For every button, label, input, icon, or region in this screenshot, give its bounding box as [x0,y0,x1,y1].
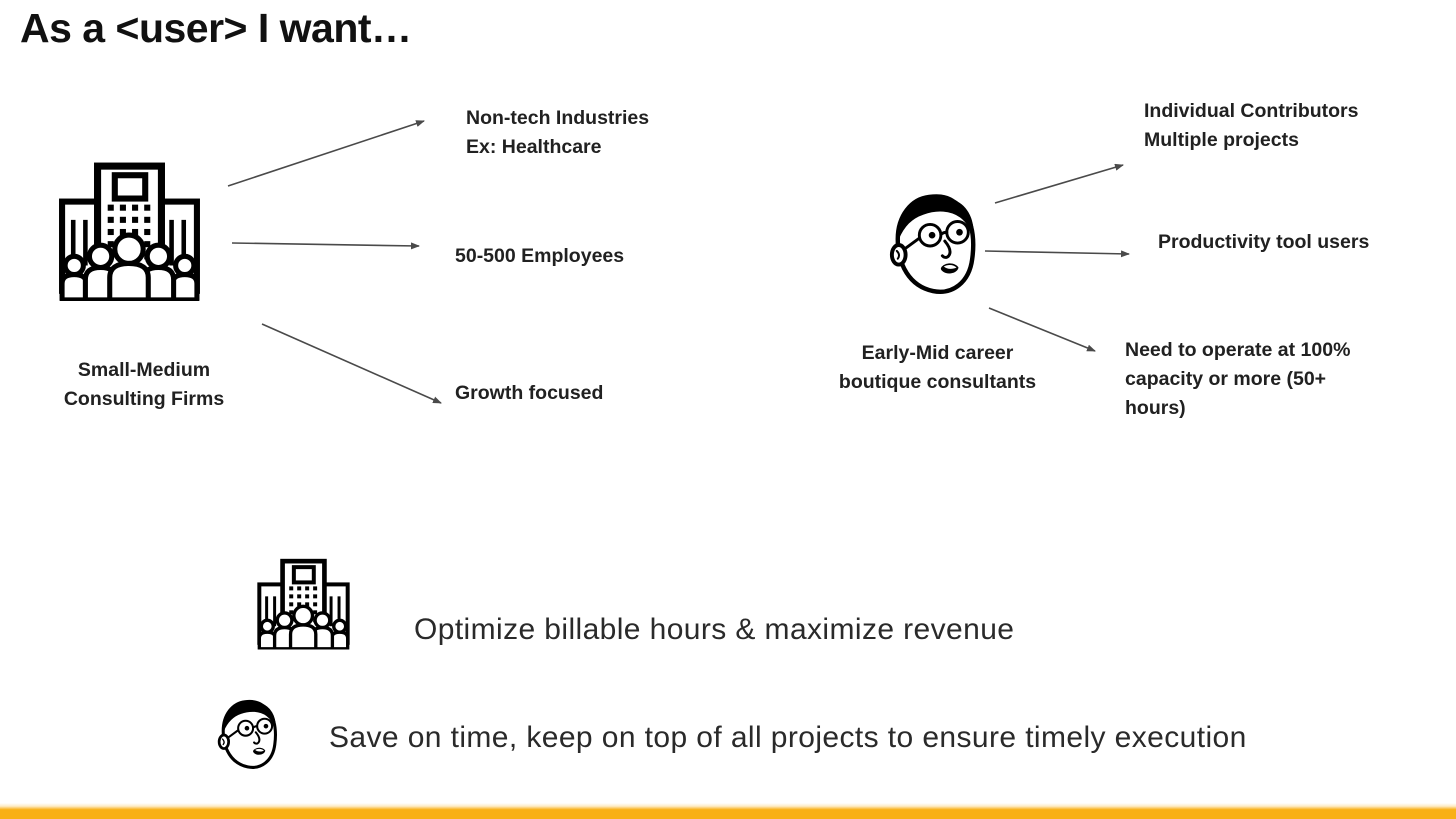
goal-firm: Optimize billable hours & maximize reven… [414,613,1015,646]
consultant-face-icon [886,190,984,300]
attribute-non-tech-industries: Non-tech Industries Ex: Healthcare [466,107,650,158]
attribute-employees: 50-500 Employees [455,245,625,267]
consultant-face-icon [214,697,284,773]
attribute-individual-contributors: Individual Contributors Multiple project… [1144,100,1359,151]
attribute-capacity: Need to operate at 100% capacity or more… [1125,339,1351,419]
company-building-icon [57,162,202,301]
arrow-consultant-to-tools [984,250,1130,258]
persona-name-boutique-consultants: Early-Mid career boutique consultants [838,342,1037,393]
arrow-firm-to-growth [261,323,442,404]
attribute-productivity-tools: Productivity tool users [1158,231,1370,253]
attribute-growth-focused: Growth focused [455,382,604,404]
arrow-consultant-to-ic [994,163,1124,204]
arrow-firm-to-nontech [227,120,425,187]
slide-title: As a <user> I want… [20,5,412,51]
company-building-icon [256,556,351,652]
accent-bar [0,803,1456,819]
goal-consultant: Save on time, keep on top of all project… [329,721,1247,754]
arrow-firm-to-employees [231,242,420,250]
persona-name-consulting-firms: Small-Medium Consulting Firms [63,359,225,410]
